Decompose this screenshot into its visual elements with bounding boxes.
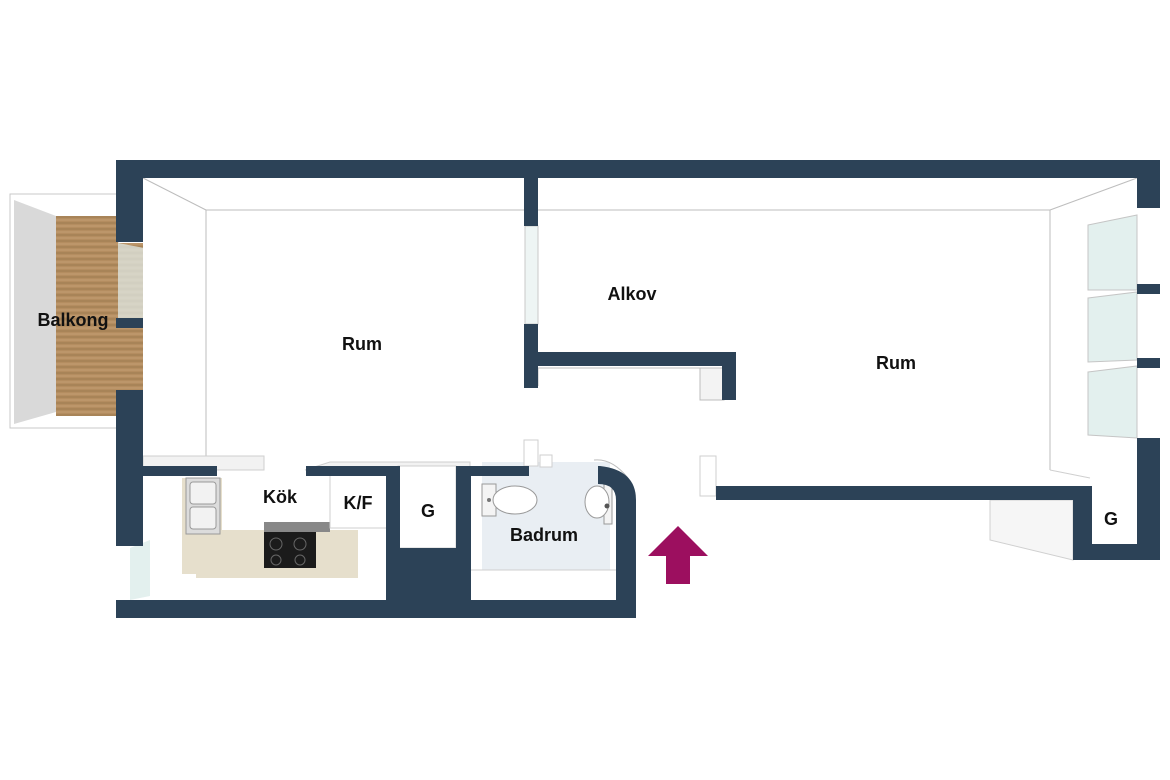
label-kok: Kök (263, 487, 298, 507)
balcony-deck (56, 216, 118, 416)
label-kf: K/F (344, 493, 373, 513)
label-rum-left: Rum (342, 334, 382, 354)
alkov-divider (524, 225, 539, 325)
label-g-left: G (421, 501, 435, 521)
walls (116, 160, 1160, 618)
label-rum-right: Rum (876, 353, 916, 373)
right-windows (1087, 214, 1138, 439)
toilet-icon (481, 483, 538, 517)
label-g-right: G (1104, 509, 1118, 529)
washbasin-icon (584, 477, 613, 525)
entrance-arrow-icon (648, 526, 708, 584)
perspective-lines (142, 177, 1138, 470)
wardrobe-left (397, 465, 457, 549)
label-balkong: Balkong (37, 310, 108, 330)
stove-icon (264, 522, 330, 568)
wardrobe-right-area (699, 455, 1091, 561)
label-badrum: Badrum (510, 525, 578, 545)
label-alkov: Alkov (607, 284, 656, 304)
bathroom (470, 439, 629, 571)
